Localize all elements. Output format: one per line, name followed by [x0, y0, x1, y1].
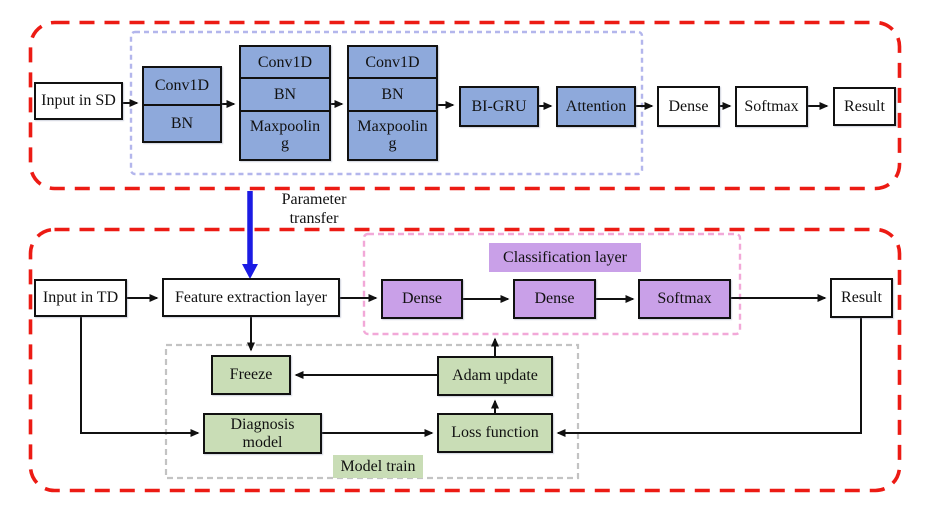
conv1d-label: Conv1D [365, 53, 420, 71]
model-train-title: Model train [333, 455, 423, 478]
conv-block-2: Conv1D BN Maxpoolin g [239, 45, 331, 161]
adam-update-box: Adam update [437, 356, 553, 396]
bn-label: BN [144, 103, 220, 142]
conv1d-label: Conv1D [154, 77, 210, 95]
input-sd-box: Input in SD [34, 82, 123, 120]
classification-layer-title: Classification layer [489, 243, 641, 272]
freeze-box: Freeze [211, 355, 291, 395]
softmax-td-box: Softmax [638, 279, 731, 319]
input-td-box: Input in TD [34, 279, 127, 317]
conv-block-1: Conv1D BN [142, 66, 222, 143]
parameter-transfer-arrow [242, 191, 258, 279]
dense-sd-box: Dense [657, 86, 720, 127]
bn-label: BN [241, 77, 329, 109]
arrows-target-row [80, 294, 862, 437]
arrow [80, 317, 200, 437]
dense-2-box: Dense [513, 279, 596, 319]
conv1d-label: Conv1D [257, 53, 313, 71]
classification-layer-border [362, 232, 742, 336]
parameter-transfer-label: Parameter transfer [281, 191, 347, 227]
softmax-sd-box: Softmax [735, 86, 808, 127]
source-domain-border [28, 20, 902, 191]
dense-1-box: Dense [381, 279, 463, 319]
arrow [556, 318, 862, 437]
maxpooling-label: Maxpoolin g [241, 109, 329, 159]
target-domain-border [28, 227, 902, 493]
feature-extraction-box: Feature extraction layer [162, 278, 340, 317]
bn-label: BN [349, 77, 436, 109]
result-td-box: Result [830, 278, 893, 318]
bigru-box: BI-GRU [459, 86, 539, 127]
arrows-source-row [123, 99, 829, 110]
result-sd-box: Result [833, 87, 896, 126]
loss-function-box: Loss function [437, 413, 553, 453]
model-train-border [164, 343, 580, 480]
maxpooling-label: Maxpoolin g [349, 109, 436, 159]
attention-box: Attention [556, 86, 636, 127]
diagnosis-model-box: Diagnosis model [203, 413, 322, 454]
conv-block-3: Conv1D BN Maxpoolin g [347, 45, 438, 161]
